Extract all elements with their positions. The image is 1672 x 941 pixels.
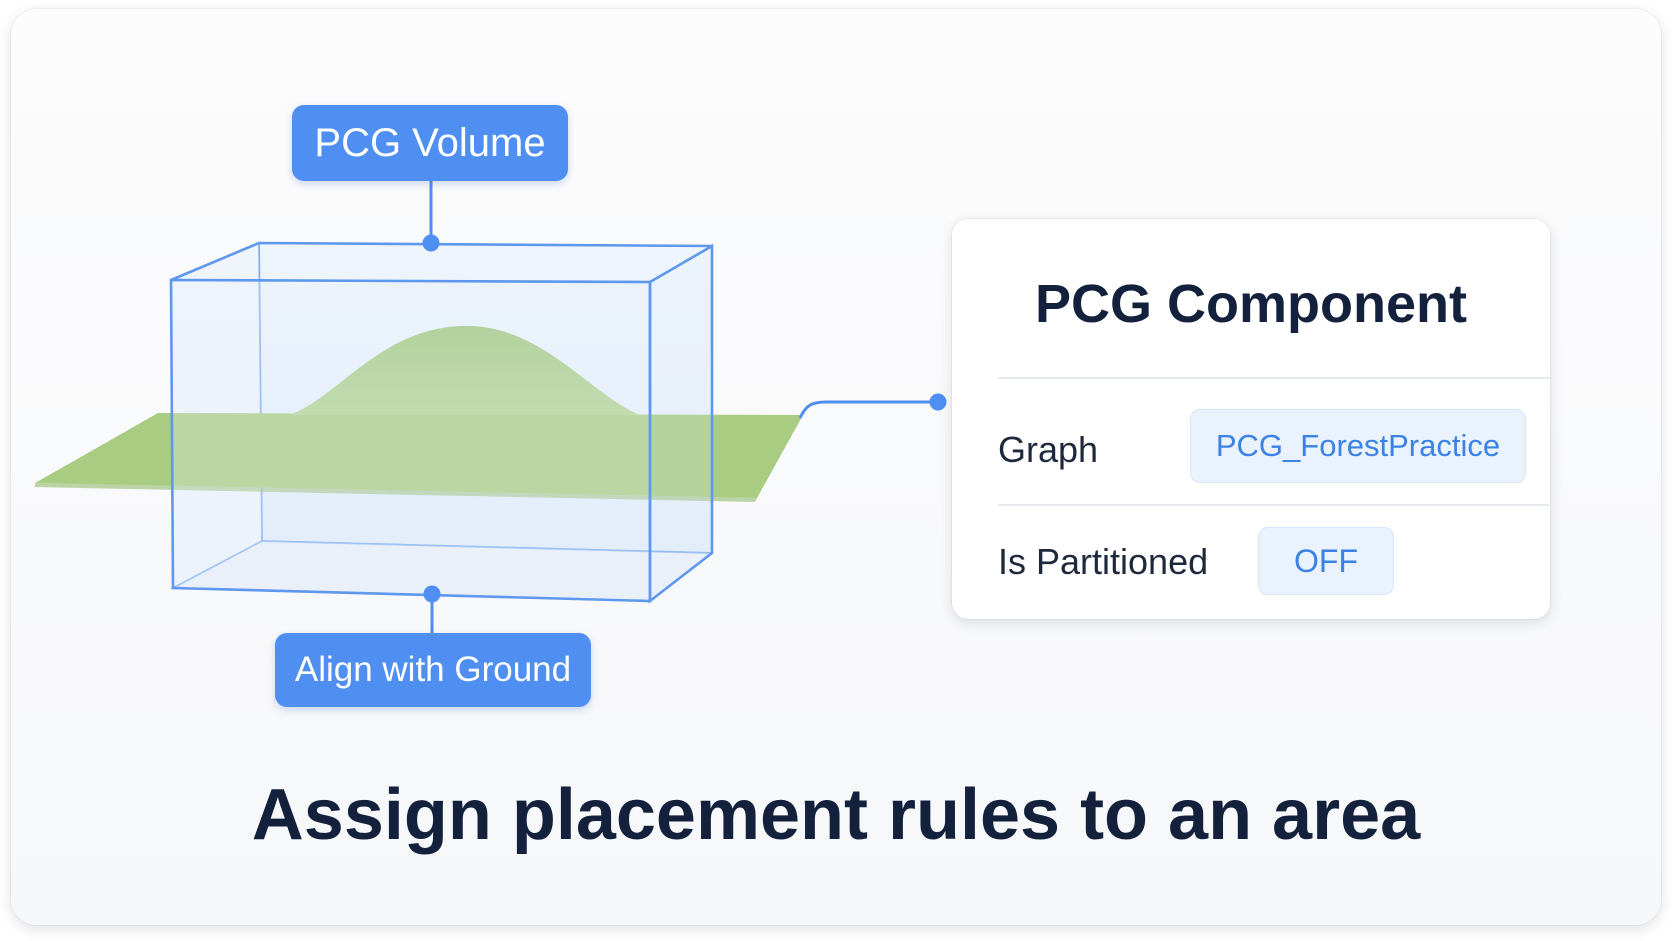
connectors [422,181,947,633]
graph-value-field[interactable]: PCG_ForestPractice [1190,409,1526,483]
pcg-volume-label: PCG Volume [292,105,568,181]
component-anchor-dot [929,393,947,411]
ground-anchor-dot [423,585,441,603]
volume-anchor-dot [422,234,440,252]
is-partitioned-toggle[interactable]: OFF [1258,527,1394,595]
volume-box-front [169,241,714,604]
pcg-component-panel: PCG Component Graph PCG_ForestPractice I… [952,219,1550,619]
panel-title: PCG Component [1035,274,1467,334]
align-with-ground-label: Align with Ground [275,633,591,707]
diagram-caption: Assign placement rules to an area [251,775,1421,855]
panel-divider [998,377,1550,379]
is-partitioned-label: Is Partitioned [998,541,1209,582]
panel-divider [998,504,1550,506]
terrain-plane [35,325,803,502]
graph-label: Graph [998,429,1099,470]
